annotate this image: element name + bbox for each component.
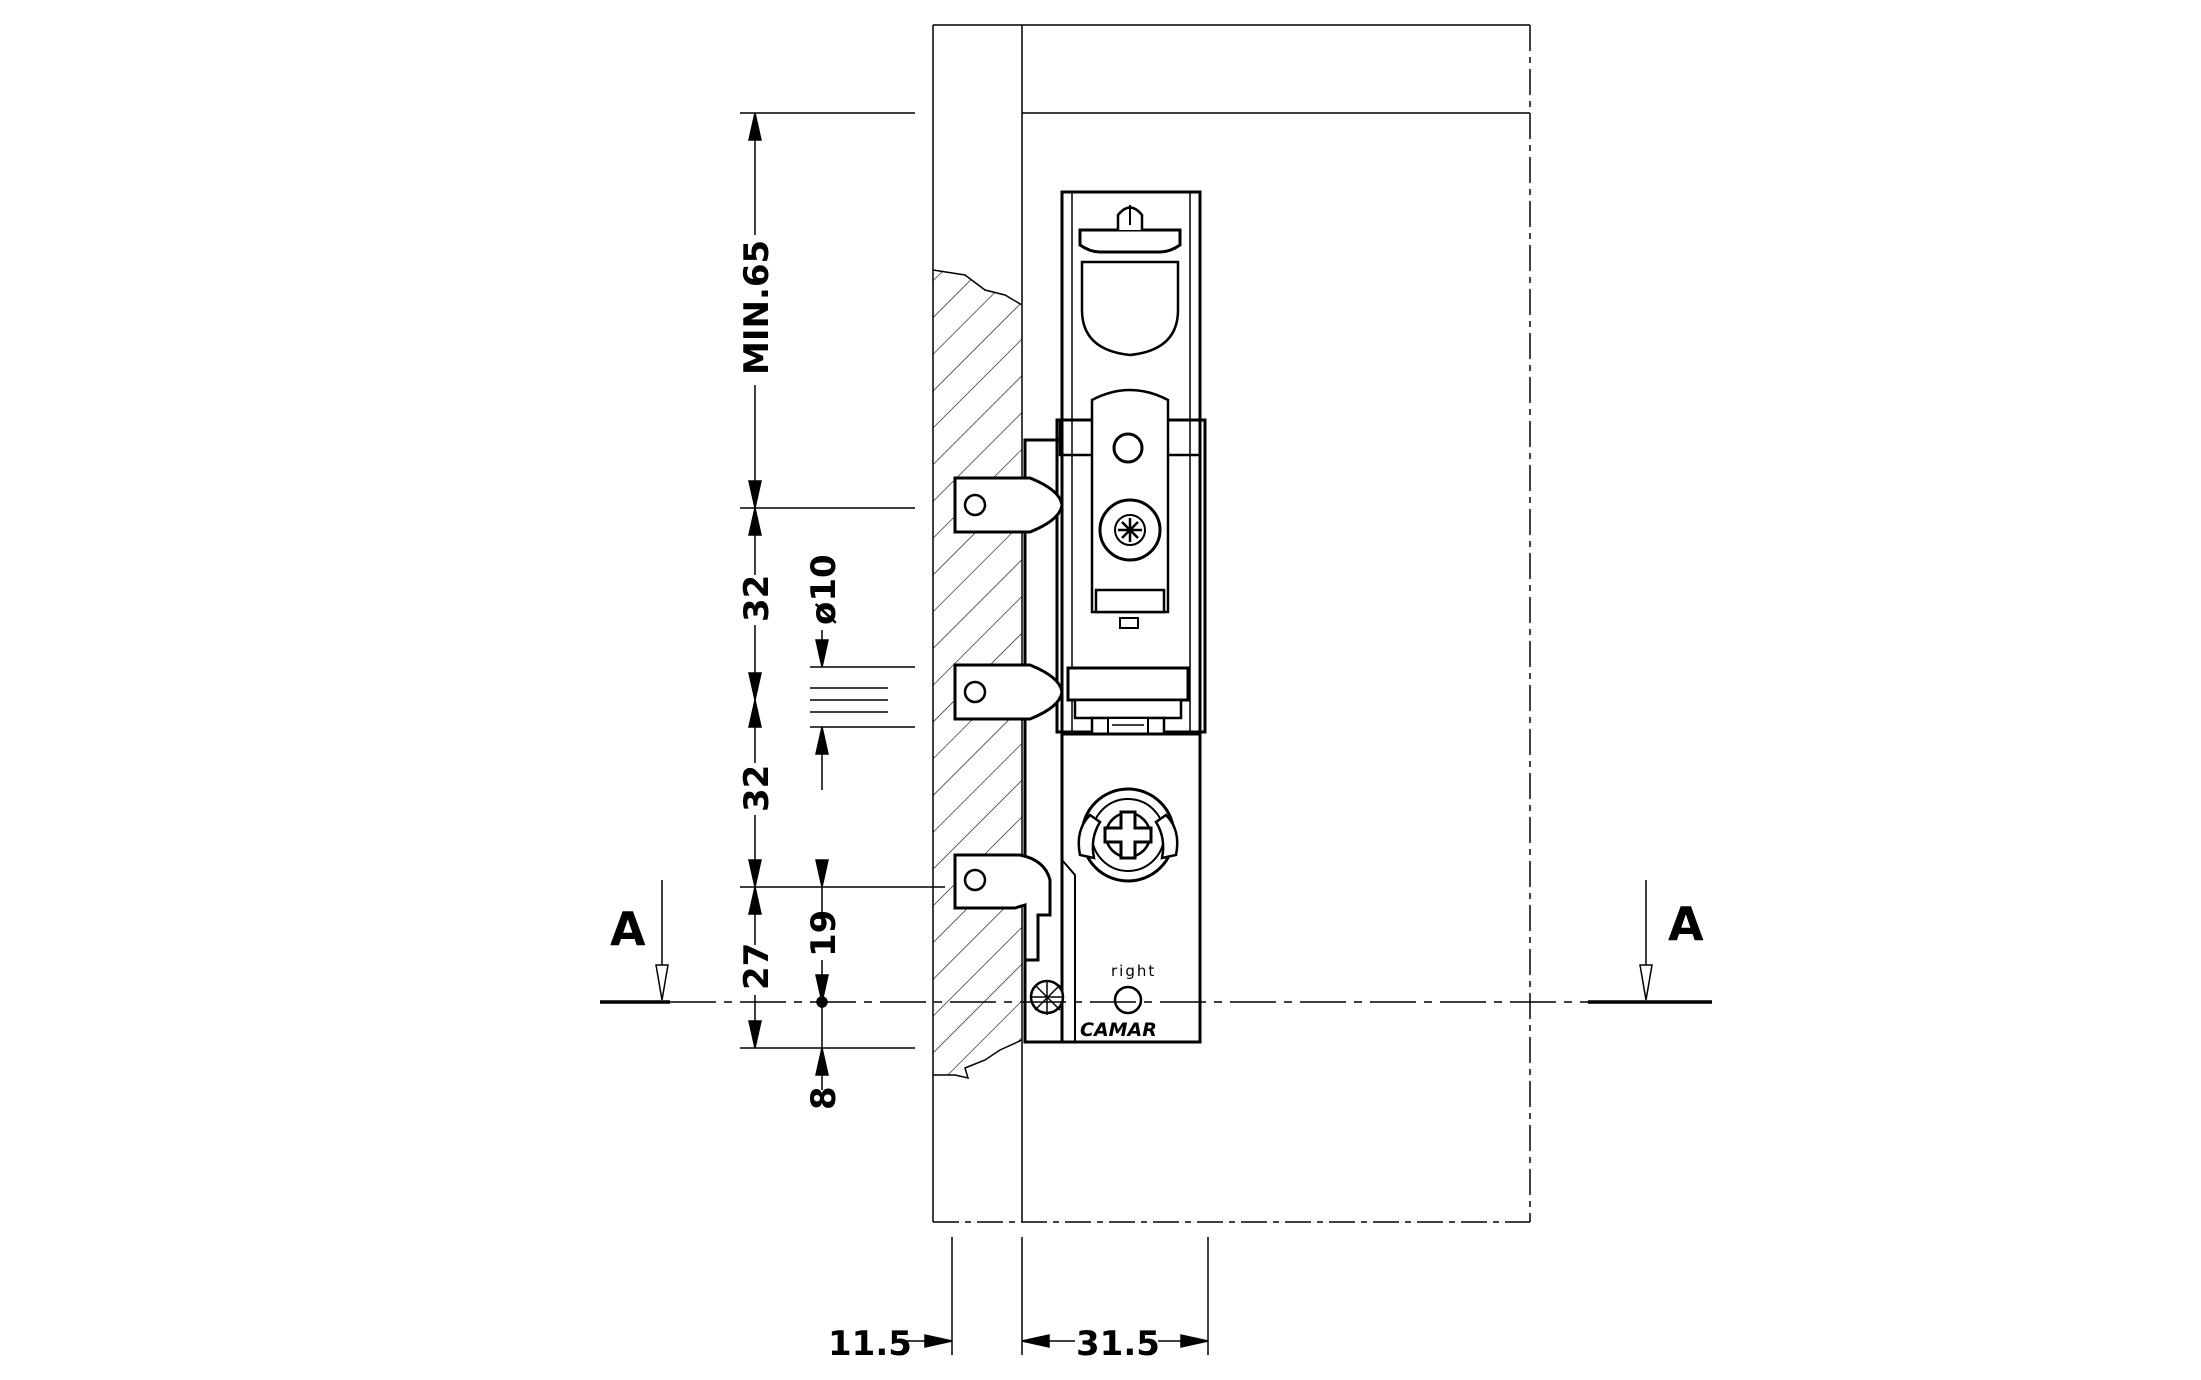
dim-diameter-10: ø10 <box>804 554 844 625</box>
section-label-right: A <box>1668 897 1704 951</box>
dimension-chain-right <box>815 630 829 1090</box>
dim-32-upper: 32 <box>737 575 777 622</box>
dim-8: 8 <box>804 1086 844 1110</box>
dim-11-5: 11.5 <box>828 1324 912 1364</box>
dim-27: 27 <box>737 943 777 990</box>
dimension-chain-bottom <box>905 1334 1209 1348</box>
dim-31-5: 31.5 <box>1076 1324 1160 1364</box>
dim-min65: MIN.65 <box>737 240 777 375</box>
screw-head-icon <box>1118 518 1142 542</box>
brand-marking: CAMAR <box>1080 1019 1157 1041</box>
dim-32-lower: 32 <box>737 765 777 812</box>
section-label-left: A <box>610 902 646 956</box>
hinge-bracket <box>1023 190 1207 1044</box>
adjuster-cross-icon <box>1103 810 1153 860</box>
dim-19: 19 <box>804 910 844 957</box>
dowel-knuckles <box>953 476 1065 1015</box>
dimension-chain-left <box>748 112 762 1049</box>
cabinet-outline <box>932 24 1531 1223</box>
marking-hole <box>1113 985 1143 1015</box>
side-marking: right <box>1111 962 1156 980</box>
extension-lines <box>740 112 1209 1355</box>
